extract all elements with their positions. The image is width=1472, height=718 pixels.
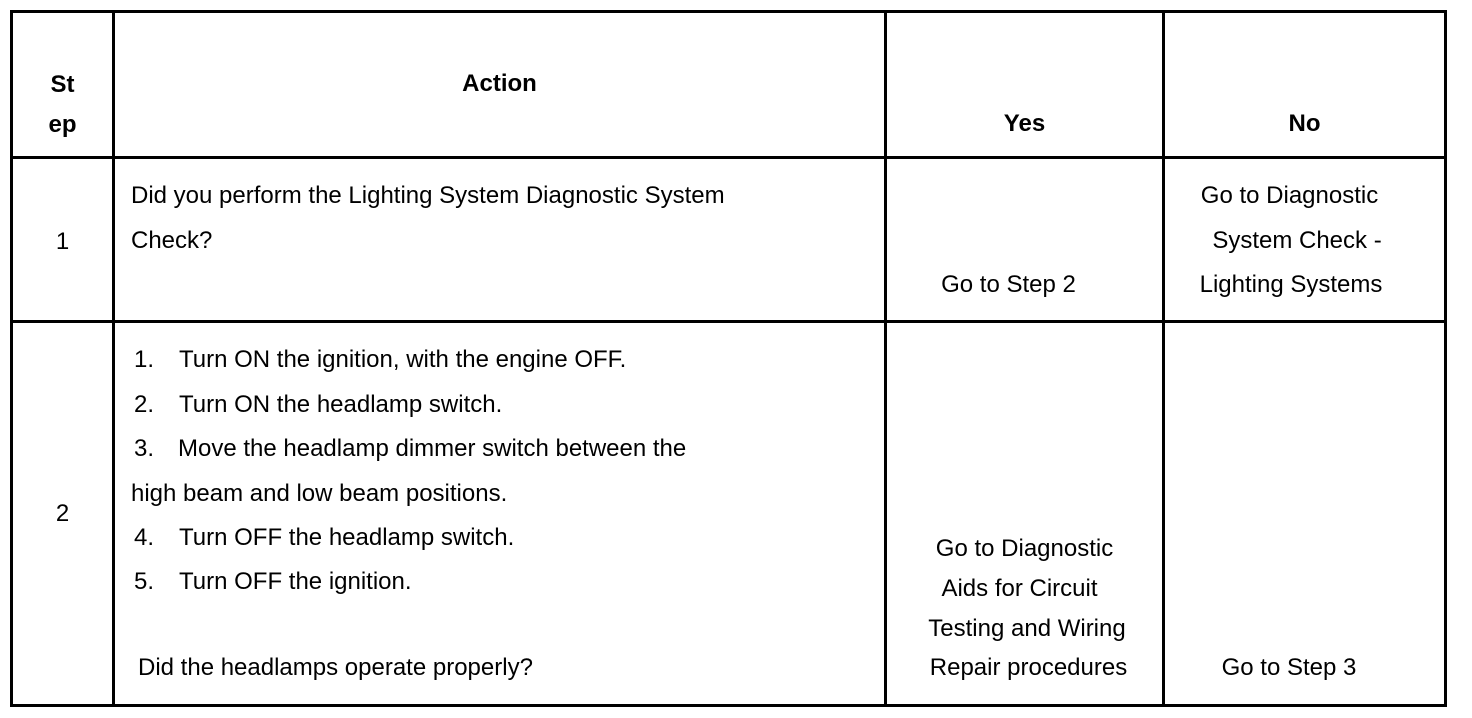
row2-action-item4-number: 4. bbox=[134, 524, 155, 551]
row1-action-line2: Check? bbox=[131, 227, 213, 254]
row1-divider bbox=[10, 320, 1447, 323]
row1-no-line1: Go to Diagnostic bbox=[1200, 182, 1379, 209]
row2-question: Did the headlamps operate properly? bbox=[138, 654, 533, 681]
row2-yes-line3: Testing and Wiring bbox=[928, 615, 1126, 642]
row1-action-line1: Did you perform the Lighting System Diag… bbox=[131, 182, 725, 209]
table-border-left bbox=[10, 10, 13, 707]
row2-action-item4-text: Turn OFF the headlamp switch. bbox=[179, 524, 515, 551]
header-step-line1: St bbox=[50, 71, 75, 98]
row2-yes-line1: Go to Diagnostic bbox=[935, 535, 1114, 562]
header-row-divider bbox=[10, 156, 1447, 159]
row1-yes: Go to Step 2 bbox=[941, 271, 1076, 298]
row2-yes-line2: Aids for Circuit bbox=[941, 575, 1098, 602]
row1-no-line3: Lighting Systems bbox=[1199, 271, 1383, 298]
row2-yes-line4: Repair procedures bbox=[929, 654, 1128, 681]
table-border-bottom bbox=[10, 704, 1447, 707]
header-no: No bbox=[1288, 110, 1321, 137]
column-divider-step bbox=[112, 10, 115, 707]
column-divider-yes bbox=[1162, 10, 1165, 707]
row2-action-item3-continuation: high beam and low beam positions. bbox=[131, 480, 508, 507]
row1-no-line2: System Check - bbox=[1212, 227, 1382, 254]
row2-action-item5-text: Turn OFF the ignition. bbox=[179, 568, 412, 595]
row2-action-item2-number: 2. bbox=[134, 391, 155, 418]
row2-action-item5-number: 5. bbox=[134, 568, 155, 595]
row2-action-item2-text: Turn ON the headlamp switch. bbox=[179, 391, 503, 418]
row1-step: 1 bbox=[55, 228, 70, 255]
column-divider-action bbox=[884, 10, 887, 707]
row2-action-item1-text: Turn ON the ignition, with the engine OF… bbox=[179, 346, 627, 373]
table-border-top bbox=[10, 10, 1447, 13]
table-border-right bbox=[1444, 10, 1447, 707]
header-step-line2: ep bbox=[48, 111, 77, 138]
row2-action-item3-number: 3. bbox=[134, 435, 155, 462]
header-yes: Yes bbox=[1003, 110, 1046, 137]
header-action: Action bbox=[462, 70, 537, 97]
row2-action-item1-number: 1. bbox=[134, 346, 155, 373]
row2-no: Go to Step 3 bbox=[1221, 654, 1357, 681]
row2-step: 2 bbox=[55, 500, 70, 527]
row2-action-item3-text: Move the headlamp dimmer switch between … bbox=[178, 435, 687, 462]
